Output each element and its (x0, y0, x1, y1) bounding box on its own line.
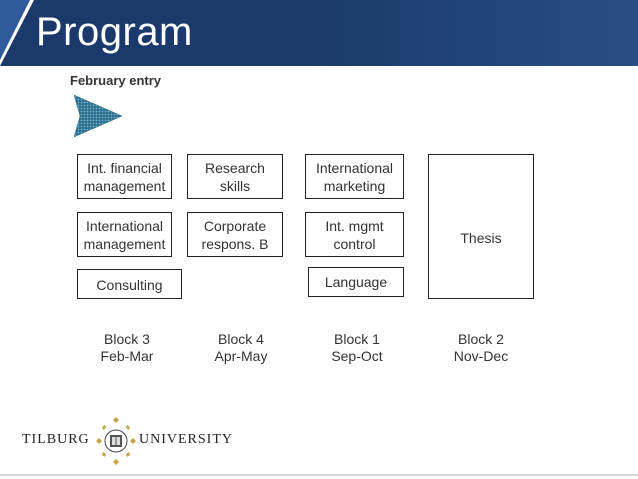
university-logo: TILBURG UNIVERSITY (22, 415, 252, 467)
course-corporate-respons: Corporate respons. B (187, 212, 283, 257)
block-label-4: Block 4 Apr-May (214, 331, 268, 364)
course-international-management: International management (77, 212, 172, 257)
logo-right-word: UNIVERSITY (139, 432, 233, 447)
page-title: Program (36, 10, 193, 54)
title-bar: Program (0, 0, 638, 66)
right-arrow-icon (74, 95, 122, 137)
entry-label: February entry (70, 73, 162, 88)
course-int-mgmt-control: Int. mgmt control (305, 212, 404, 257)
header-wedge (0, 0, 30, 60)
footer-divider (0, 474, 638, 476)
block-label-1: Block 1 Sep-Oct (331, 331, 383, 364)
course-research-skills: Research skills (187, 154, 283, 199)
university-seal-icon (96, 417, 136, 465)
logo-left-word: TILBURG (22, 432, 90, 447)
header-gradient (308, 0, 638, 66)
block-label-2: Block 2 Nov-Dec (453, 331, 509, 364)
course-international-marketing: International marketing (305, 154, 404, 199)
block-label-3: Block 3 Feb-Mar (100, 331, 154, 364)
course-language: Language (308, 267, 404, 297)
course-int-financial-management: Int. financial management (77, 154, 172, 199)
course-thesis: Thesis (428, 154, 534, 299)
course-consulting: Consulting (77, 269, 182, 299)
